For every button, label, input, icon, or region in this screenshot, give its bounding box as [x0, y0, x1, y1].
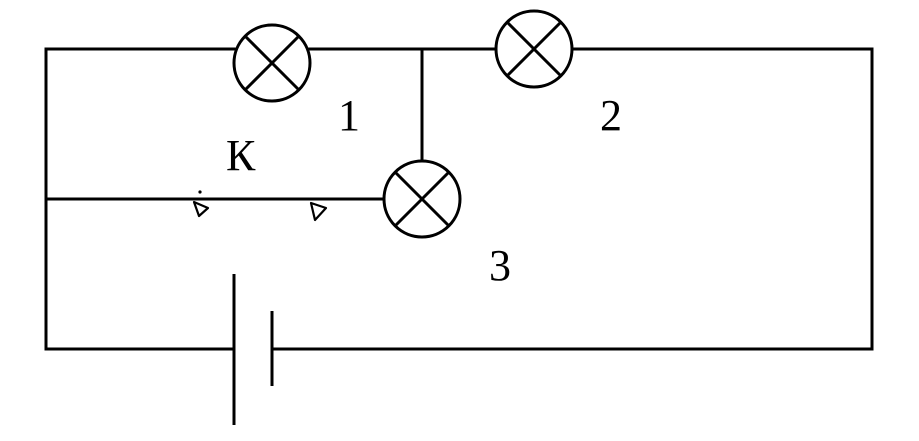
switch-label: К [226, 131, 256, 180]
lamp-3 [382, 159, 462, 239]
lamp-2 [494, 9, 574, 89]
switch-k [192, 190, 328, 222]
battery [232, 274, 274, 425]
lamp-1-cross-b [243, 34, 301, 92]
switch-contact-right [309, 201, 328, 222]
switch-contact-left [192, 200, 210, 218]
lamp-1 [232, 23, 312, 103]
lamp-3-label: 3 [489, 241, 511, 290]
lamp-3-cross-b [393, 170, 451, 228]
lamp-1-label: 1 [338, 91, 360, 140]
lamp-2-label: 2 [600, 91, 622, 140]
switch-contact-dot [198, 190, 202, 194]
lamp-2-cross-b [505, 20, 563, 78]
wires [44, 47, 874, 351]
